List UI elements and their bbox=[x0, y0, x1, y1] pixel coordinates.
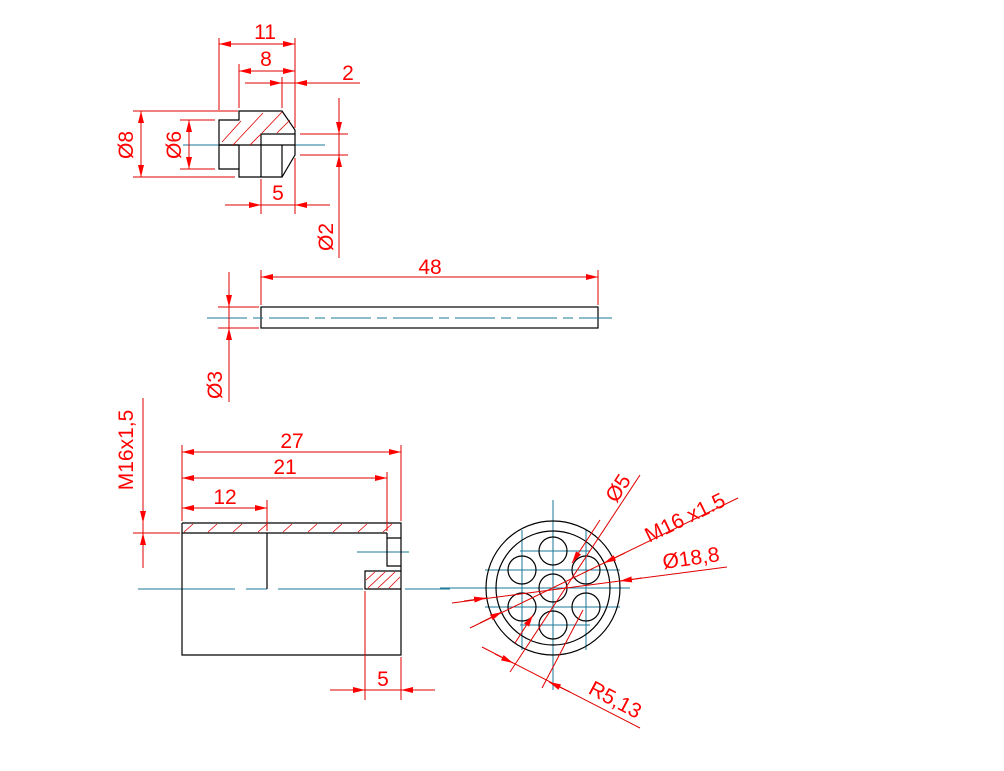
dim-radius: R5,13 bbox=[585, 677, 645, 724]
dim-dia-5: Ø5 bbox=[601, 470, 636, 506]
body-outline bbox=[181, 522, 402, 656]
centerlines bbox=[440, 500, 630, 690]
rod-part: 48 Ø3 bbox=[204, 256, 612, 402]
dim-dia-6: Ø6 bbox=[163, 131, 186, 159]
dim-dia-8: Ø8 bbox=[115, 131, 138, 159]
holes bbox=[507, 536, 601, 640]
dim-48: 48 bbox=[418, 256, 441, 279]
dim-8: 8 bbox=[260, 48, 272, 71]
section-hatch bbox=[221, 111, 291, 146]
dim-5-top: 5 bbox=[272, 182, 284, 205]
body-part: 27 21 12 M16x1,5 5 bbox=[115, 398, 450, 700]
thread-circle bbox=[495, 530, 611, 646]
nozzle-part: 11 8 2 Ø8 Ø6 5 Ø2 bbox=[115, 21, 360, 258]
dim-27: 27 bbox=[280, 430, 303, 453]
outer-circle bbox=[485, 520, 621, 656]
dim-dia-3: Ø3 bbox=[204, 371, 227, 399]
dim-dia-2: Ø2 bbox=[315, 223, 338, 251]
dim-11: 11 bbox=[254, 21, 276, 44]
end-view: Ø5 M16 x1.5 Ø18,8 R5,13 bbox=[440, 470, 739, 729]
dim-12: 12 bbox=[213, 486, 236, 509]
dim-21: 21 bbox=[273, 456, 296, 479]
dim-5-body: 5 bbox=[377, 668, 389, 691]
dim-thread-m16: M16x1,5 bbox=[115, 410, 138, 491]
dim-thread-end: M16 x1.5 bbox=[641, 489, 729, 548]
nozzle-outline bbox=[218, 110, 296, 178]
dim-2: 2 bbox=[342, 62, 354, 85]
